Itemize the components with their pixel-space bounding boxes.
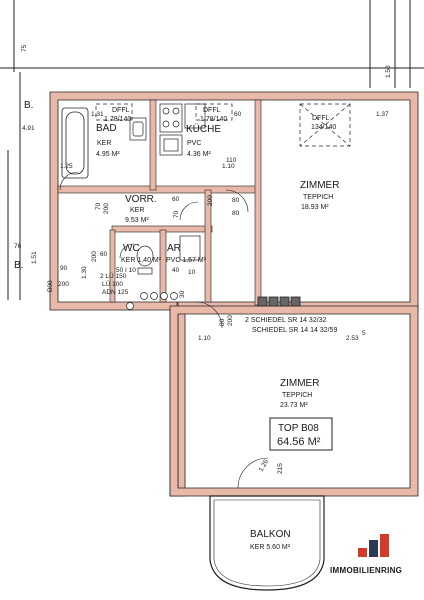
zimmer-ceiling-value: 134/140 — [311, 124, 336, 131]
room-kueche-floor: PVC — [187, 140, 201, 147]
room-vorr-name: VORR. — [125, 194, 157, 205]
dim-253: 2.53 — [346, 335, 359, 342]
door-swings — [59, 171, 269, 489]
room-ar-name: AR — [167, 243, 181, 254]
dim-200-b: 200 — [207, 195, 214, 206]
dim-60-b: 60 — [172, 196, 180, 203]
interior-walls — [57, 99, 262, 306]
dim-200-d: 200 — [58, 281, 69, 288]
room-kueche-name: KÜCHE — [186, 123, 221, 135]
kueche-ceiling-value: 1.78/140 — [200, 116, 227, 123]
dim-75: 75 — [21, 44, 28, 52]
bad-ceiling-title: DFFL — [112, 107, 130, 114]
dim-200-c: 200 — [91, 251, 98, 262]
luefter-note-1: 2 LÜ 150 — [100, 272, 127, 280]
room-zimmer1-floor: TEPPICH — [303, 194, 333, 201]
brand-logo-mark-1 — [358, 548, 367, 557]
dim-131: 1.31 — [91, 111, 104, 118]
wc-door-note: 50 I 10 — [116, 267, 136, 274]
chimneys — [257, 296, 301, 307]
dim-70-a: 70 — [95, 202, 102, 210]
dim-110-top: 1.10 — [222, 163, 235, 170]
note-b08: B08 — [47, 280, 54, 292]
room-wc-name: WC — [123, 243, 140, 254]
luefter-note-2: LÜ 100 — [102, 280, 123, 288]
schiedel-note-1: 2 SCHIEDEL SR 14 32/32 — [245, 317, 327, 324]
schiedel-note-2: SCHIEDEL SR 14 14 32/59 — [252, 327, 337, 334]
bathtub — [61, 107, 89, 179]
room-ar-floor: PVC 1.57 M² — [166, 257, 207, 264]
brand-name: IMMOBILIENRING — [330, 566, 402, 575]
wall-perimeter — [49, 91, 419, 497]
dim-80-b: 80 — [232, 210, 240, 217]
room-zimmer2-area: 23.73 M² — [280, 402, 308, 409]
unit-box — [269, 417, 333, 451]
dim-40: 40 — [172, 267, 180, 274]
dim-b-top: B. — [24, 100, 33, 111]
kueche-ceiling-title: DFFL — [203, 107, 221, 114]
room-wc-floor: KER 1.40 M² — [121, 257, 162, 264]
dim-125: 1.25 — [60, 163, 73, 170]
dim-80-c: 80 — [219, 318, 226, 326]
wc-toilet — [136, 245, 154, 275]
balcony — [209, 495, 325, 591]
room-zimmer2-name: ZIMMER — [280, 378, 319, 389]
zimmer-ceiling-title: DFFL — [312, 115, 330, 122]
dim-10: 10 — [188, 269, 196, 276]
building-exterior — [0, 0, 424, 300]
dim-70-b: 70 — [173, 210, 180, 218]
dim-137: 1.37 — [376, 111, 389, 118]
dim-150: 1.50 — [385, 65, 392, 78]
kitchen-stove — [159, 103, 206, 156]
brand-logo: IMMOBILIENRING — [330, 534, 402, 575]
brand-logo-mark-3 — [380, 534, 389, 557]
dim-76: 76 — [14, 243, 22, 250]
brand-logo-mark-2 — [369, 540, 378, 557]
room-balkon-name: BALKON — [250, 529, 291, 540]
room-balkon-area: KER 5.60 M² — [250, 544, 291, 551]
dim-110: 110 — [226, 157, 237, 164]
storage-boiler — [179, 235, 201, 261]
dim-215: 215 — [277, 463, 284, 474]
room-bad-floor: KER — [97, 140, 111, 147]
unit-area: 64.56 M² — [277, 436, 321, 448]
dim-b-left: B. — [14, 260, 23, 271]
dim-200-a: 200 — [103, 203, 110, 214]
luefter-note-3: ADN 125 — [102, 289, 129, 296]
dim-60-top: 60 — [234, 111, 242, 118]
dim-151: 1.51 — [31, 251, 38, 264]
washbasin — [129, 117, 147, 141]
dim-60-c: 60 — [100, 251, 108, 258]
room-bad-area: 4.95 M² — [96, 151, 120, 158]
room-vorr-floor: KER — [130, 207, 144, 214]
room-zimmer2-floor: TEPPICH — [282, 392, 312, 399]
dim-80-a: 80 — [232, 197, 240, 204]
dim-110-b: 1.10 — [198, 335, 211, 342]
room-zimmer1-area: 18.93 M² — [301, 204, 329, 211]
room-zimmer1-name: ZIMMER — [300, 180, 339, 191]
dim-90: 90 — [60, 265, 68, 272]
room-kueche-area: 4.36 M² — [187, 151, 211, 158]
room-vorr-area: 9.53 M² — [125, 217, 149, 224]
unit-label: TOP B08 — [278, 423, 319, 434]
bad-ceiling-value: 1.78/140 — [104, 116, 131, 123]
dim-130: 1.30 — [81, 266, 88, 279]
dim-30: 30 — [179, 290, 186, 298]
dim-491: 4.91 — [22, 125, 35, 132]
ceiling-outlines — [95, 103, 351, 147]
dim-200-e: 200 — [227, 315, 234, 326]
ventilation-ducts — [126, 292, 178, 310]
room-bad-name: BAD — [96, 123, 117, 134]
dim-253-sup: 5 — [362, 330, 366, 337]
